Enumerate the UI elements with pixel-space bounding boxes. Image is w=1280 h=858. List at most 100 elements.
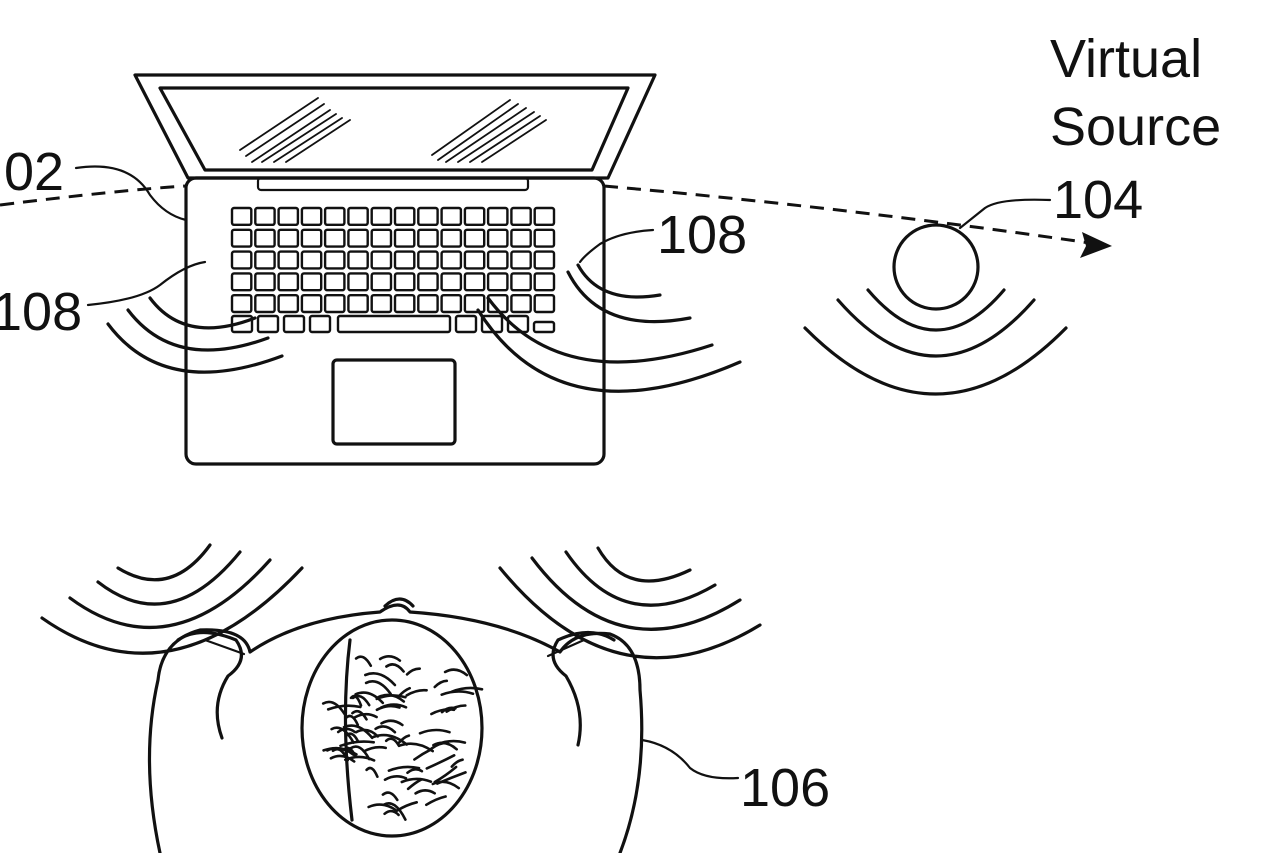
hair-stroke [382,801,407,821]
hair-stroke [374,725,397,734]
keyboard-key [393,206,416,226]
keyboard-key [230,228,253,248]
keyboard-key [254,272,276,292]
keyboard [230,206,556,314]
user [147,597,644,855]
user-left-hand [176,630,244,740]
hair-stroke [375,704,401,712]
hair-stroke [414,789,436,795]
leader-106 [640,738,740,780]
keyboard-key [300,250,323,270]
keyboard-key [486,272,509,292]
keyboard-key [533,206,556,226]
keyboard-key [277,272,300,292]
label-108-right: 108 [657,205,747,265]
user-head [300,618,484,838]
keyboard-key [277,250,300,270]
keyboard-key [463,272,486,292]
keyboard-key [463,294,486,314]
keyboard-key [277,228,300,248]
leader-lines [74,165,1052,780]
label-102: 02 [4,142,64,202]
keyboard-key [254,294,276,314]
keyboard-key [417,294,439,314]
keyboard-key [440,250,463,270]
leader-108-right [578,228,655,264]
keyboard-key [486,250,509,270]
hair-stroke [383,775,408,781]
hair-stroke [364,680,392,696]
hair-stroke [378,655,402,662]
keyboard-key [393,294,416,314]
hair-stroke [322,746,358,756]
keyboard-key [323,250,346,270]
hair-stroke [362,745,387,753]
hair-stroke [450,758,464,768]
hair-stroke [353,712,378,719]
hair-stroke [329,754,356,763]
virtual-source [803,223,1068,396]
keyboard-bottom-row [230,314,556,334]
user-hair [321,638,484,822]
keyboard-key [230,294,253,314]
laptop-left-speaker-waves [106,296,284,374]
keyboard-key [533,250,556,270]
hair-stroke [354,655,373,668]
keyboard-key [417,272,439,292]
keyboard-key [300,206,323,226]
keyboard-key [510,228,532,248]
virtual-source-circle [892,223,980,311]
keyboard-key [533,228,556,248]
laptop-right-speaker-waves [476,263,742,393]
keyboard-key [277,294,300,314]
keyboard-key [440,272,463,292]
keyboard-key [277,206,300,226]
keyboard-key [440,228,463,248]
keyboard-key [417,206,439,226]
hair-stroke [351,709,368,721]
keyboard-key [347,206,369,226]
hair-stroke [425,754,456,770]
hair-stroke [381,791,399,802]
hair-stroke [445,704,467,713]
keyboard-key [440,294,463,314]
hair-stroke [406,778,423,791]
hair-parting [343,638,354,822]
label-virtual: Virtual [1050,29,1202,89]
keyboard-key [370,206,393,226]
keyboard-key [370,228,393,248]
hair-stroke [349,745,371,761]
hair-stroke [440,690,475,696]
user-nose [383,597,415,608]
keyboard-key [370,272,393,292]
keyboard-key [254,206,276,226]
keyboard-key [347,272,369,292]
hair-stroke [375,694,407,701]
space-bar [336,314,452,334]
keyboard-key [463,228,486,248]
screen-glare-right [431,99,547,163]
hair-stroke [385,663,405,673]
hair-stroke [405,688,428,697]
hair-stroke [380,719,404,727]
user-right-ear-waves [498,546,762,660]
virtual-source-trajectory [0,184,1112,258]
keyboard-key [323,272,346,292]
leader-104 [958,198,1052,230]
hair-stroke [364,672,397,687]
keyboard-key [463,206,486,226]
label-106: 106 [740,758,830,818]
keyboard-key [417,250,439,270]
hair-stroke [400,777,433,784]
keyboard-key [533,294,556,314]
leader-108-left [86,260,207,307]
hair-stroke [425,795,447,807]
keyboard-key [300,272,323,292]
hair-stroke [418,728,451,735]
keyboard-key [510,294,532,314]
hair-stroke [367,803,397,812]
laptop-lid [133,73,657,180]
keyboard-key [393,272,416,292]
